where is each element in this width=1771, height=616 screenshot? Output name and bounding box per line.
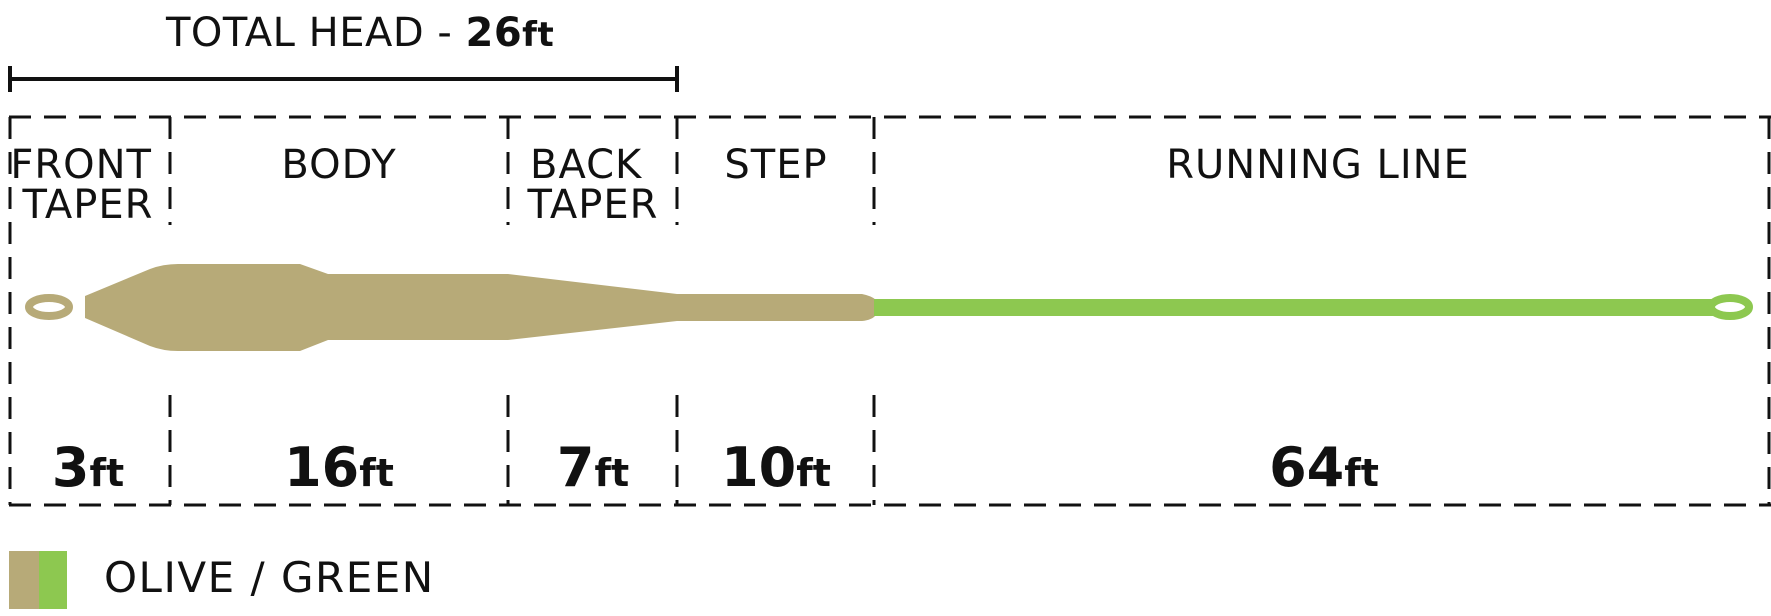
running-line-shape: [874, 299, 1734, 316]
fly-line-profile: [25, 264, 1753, 351]
section-name-body: BODY: [281, 142, 396, 188]
total-head-indicator: TOTAL HEAD - 26ft: [8, 10, 679, 92]
legend-label: OLIVE / GREEN: [104, 553, 435, 602]
length-back-taper: 7ft: [557, 436, 629, 499]
total-head-value: 26: [466, 10, 523, 56]
section-name-running-line: RUNNING LINE: [1166, 142, 1470, 188]
section-name-step: STEP: [724, 142, 827, 188]
length-step: 10ft: [721, 436, 831, 499]
section-names: FRONT TAPER BODY BACK TAPER STEP RUNNING…: [10, 142, 1470, 228]
section-name-front-taper: FRONT TAPER: [10, 142, 165, 228]
front-loop: [25, 294, 73, 320]
color-legend: OLIVE / GREEN: [9, 551, 435, 609]
length-body: 16ft: [284, 436, 394, 499]
total-head-unit: ft: [522, 15, 554, 55]
total-head-prefix: TOTAL HEAD -: [165, 10, 466, 56]
section-name-back-taper: BACK TAPER: [527, 142, 659, 228]
length-running-line: 64ft: [1269, 436, 1379, 499]
line-head-shape: [85, 264, 876, 351]
length-front-taper: 3ft: [52, 436, 124, 499]
total-head-label: TOTAL HEAD - 26ft: [165, 10, 554, 56]
legend-swatch-olive: [9, 551, 39, 609]
section-lengths: 3ft 16ft 7ft 10ft 64ft: [52, 436, 1379, 499]
legend-swatch-green: [39, 551, 67, 609]
section-grid: [8, 115, 1771, 507]
rear-loop: [1707, 294, 1753, 320]
